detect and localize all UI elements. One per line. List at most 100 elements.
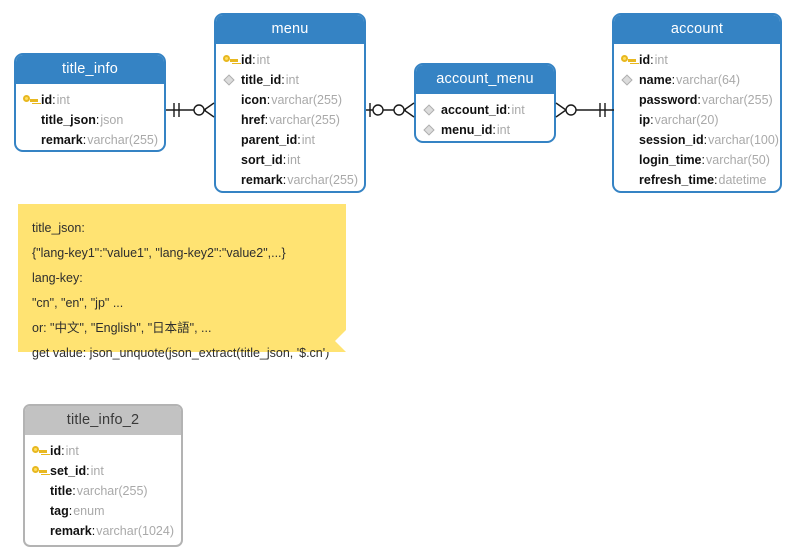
entity-title-info[interactable]: title_info id: int title_json: json rema…: [14, 53, 166, 152]
field-type: varchar(100): [708, 133, 779, 147]
field-type: datetime: [718, 173, 767, 187]
field-name: id: [241, 53, 253, 67]
field-type: int: [56, 93, 70, 107]
relationship-account-menu-account[interactable]: [555, 96, 614, 124]
field-type: varchar(1024): [96, 524, 175, 538]
entity-title-info-2[interactable]: title_info_2 id: int set_id: int title: …: [23, 404, 183, 547]
field-type: int: [65, 444, 79, 458]
field-row[interactable]: remark: varchar(255): [222, 170, 359, 190]
entity-account-menu-fields: account_id: int menu_id: int: [416, 94, 554, 141]
field-name: icon: [241, 93, 267, 107]
field-name: ip: [639, 113, 651, 127]
entity-title-info-fields: id: int title_json: json remark: varchar…: [16, 84, 164, 150]
no-icon: [222, 172, 239, 188]
sticky-note-title-json[interactable]: title_json: {"lang-key1":"value1", "lang…: [18, 204, 346, 360]
field-name: remark: [50, 524, 92, 538]
field-type: enum: [73, 504, 105, 518]
cardinality-zero-circle: [193, 104, 205, 116]
field-colon: :: [671, 73, 676, 87]
field-colon: :: [282, 173, 287, 187]
field-name: sort_id: [241, 153, 283, 167]
field-row[interactable]: account_id: int: [422, 100, 546, 120]
entity-menu[interactable]: menu id: int title_id: int icon: varchar…: [214, 13, 366, 193]
field-row[interactable]: icon: varchar(255): [222, 90, 356, 110]
field-colon: :: [68, 504, 73, 518]
no-icon: [222, 152, 239, 168]
entity-account[interactable]: account id: int name: varchar(64) passwo…: [612, 13, 782, 193]
no-icon: [31, 523, 48, 539]
field-row[interactable]: set_id: int: [31, 461, 173, 481]
entity-account-menu[interactable]: account_menu account_id: int menu_id: in…: [414, 63, 556, 143]
field-row[interactable]: id: int: [222, 50, 356, 70]
field-row[interactable]: id: int: [31, 441, 173, 461]
field-type: int: [496, 123, 511, 137]
field-type: json: [100, 113, 124, 127]
field-name: href: [241, 113, 265, 127]
entity-menu-header: menu: [216, 15, 364, 44]
field-row[interactable]: name: varchar(64): [620, 70, 772, 90]
field-colon: :: [507, 103, 511, 117]
diamond-icon: [620, 72, 637, 88]
field-colon: :: [91, 524, 96, 538]
field-row[interactable]: refresh_time: datetime: [620, 170, 772, 190]
entity-title-info-2-fields: id: int set_id: int title: varchar(255) …: [25, 435, 181, 545]
field-name: password: [639, 93, 698, 107]
field-type: varchar(20): [654, 113, 719, 127]
note-line: get value: json_unquote(json_extract(tit…: [32, 346, 330, 360]
field-name: tag: [50, 504, 69, 518]
field-row[interactable]: parent_id: int: [222, 130, 356, 150]
field-colon: :: [266, 93, 271, 107]
diamond-icon: [422, 102, 439, 118]
field-colon: :: [281, 73, 285, 87]
note-line: or: "中文", "English", "日本語", ...: [32, 321, 212, 335]
diamond-icon: [222, 72, 239, 88]
field-row[interactable]: login_time: varchar(50): [620, 150, 772, 170]
field-name: name: [639, 73, 672, 87]
field-colon: :: [701, 153, 705, 167]
field-type: varchar(255): [76, 484, 148, 498]
no-icon: [620, 172, 637, 188]
field-row[interactable]: sort_id: int: [222, 150, 356, 170]
field-type: varchar(255): [287, 173, 359, 187]
field-row[interactable]: title_json: json: [22, 110, 156, 130]
key-icon: [22, 92, 39, 108]
field-type: int: [90, 464, 104, 478]
field-row[interactable]: title_id: int: [222, 70, 356, 90]
relationship-title-info-menu[interactable]: [166, 96, 216, 124]
field-row[interactable]: ip: varchar(20): [620, 110, 772, 130]
field-row[interactable]: tag: enum: [31, 501, 173, 521]
field-name: session_id: [639, 133, 704, 147]
field-name: title_id: [241, 73, 282, 87]
field-row[interactable]: password: varchar(255): [620, 90, 773, 110]
field-type: varchar(255): [701, 93, 773, 107]
no-icon: [31, 503, 48, 519]
sticky-note-text: title_json: {"lang-key1":"value1", "lang…: [18, 204, 346, 366]
field-colon: :: [697, 93, 701, 107]
field-colon: :: [650, 113, 654, 127]
no-icon: [620, 152, 637, 168]
field-row[interactable]: title: varchar(255): [31, 481, 173, 501]
relationship-menu-account-menu[interactable]: [366, 96, 416, 124]
field-row[interactable]: id: int: [620, 50, 772, 70]
field-name: set_id: [50, 464, 87, 478]
cardinality-zero-circle: [393, 104, 405, 116]
field-colon: :: [492, 123, 496, 137]
field-row[interactable]: menu_id: int: [422, 120, 546, 140]
entity-title-info-2-header: title_info_2: [25, 406, 181, 435]
field-colon: :: [297, 133, 301, 147]
field-colon: :: [95, 113, 100, 127]
field-row[interactable]: remark: varchar(255): [22, 130, 158, 150]
entity-title-info-header: title_info: [16, 55, 164, 84]
field-row[interactable]: id: int: [22, 90, 156, 110]
field-type: varchar(255): [269, 113, 340, 127]
field-name: login_time: [639, 153, 702, 167]
field-row[interactable]: remark: varchar(1024): [31, 521, 175, 541]
field-name: parent_id: [241, 133, 298, 147]
field-colon: :: [82, 133, 87, 147]
field-type: int: [256, 53, 270, 67]
note-line: {"lang-key1":"value1", "lang-key2":"valu…: [32, 246, 286, 260]
field-row[interactable]: session_id: varchar(100): [620, 130, 779, 150]
field-row[interactable]: href: varchar(255): [222, 110, 356, 130]
entity-account-header: account: [614, 15, 780, 44]
field-colon: :: [650, 53, 654, 67]
